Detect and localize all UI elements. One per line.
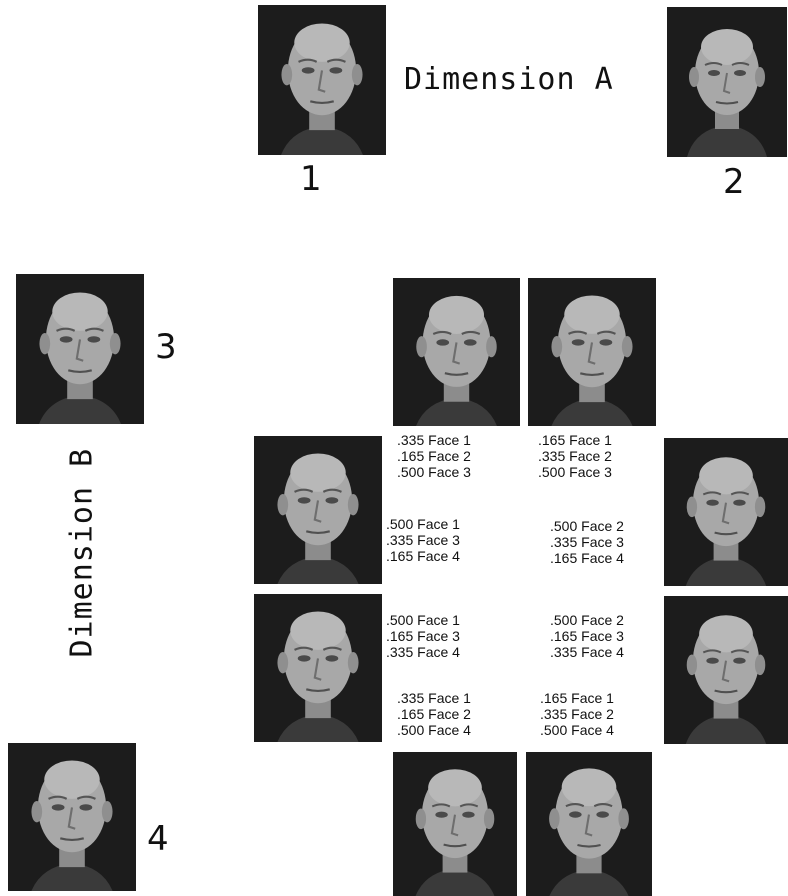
mixture-line: .500 Face 1 <box>386 516 460 532</box>
mixture-line: .500 Face 2 <box>550 612 624 628</box>
mixture-line: .335 Face 3 <box>386 532 460 548</box>
mixture-line: .165 Face 2 <box>397 448 471 464</box>
mixture-line: .335 Face 3 <box>550 534 624 550</box>
morph-photo-mid-right-lower <box>664 596 788 744</box>
morph-photo-top-left <box>393 278 520 426</box>
mixture-line: .500 Face 2 <box>550 518 624 534</box>
mixture-line: .165 Face 4 <box>386 548 460 564</box>
dimension-b-label: Dimension B <box>64 447 100 658</box>
morph-photo-bottom-right <box>526 752 652 896</box>
mixture-line: .335 Face 2 <box>540 706 614 722</box>
mixture-line: .165 Face 2 <box>397 706 471 722</box>
mixture-line: .500 Face 3 <box>538 464 612 480</box>
mixture-line: .335 Face 4 <box>386 644 460 660</box>
face-1-number: 1 <box>300 159 322 199</box>
mixture-label: .500 Face 2 .335 Face 3 .165 Face 4 <box>550 518 624 566</box>
morph-photo-mid-right-upper <box>664 438 788 586</box>
mixture-label: .500 Face 1 .335 Face 3 .165 Face 4 <box>386 516 460 564</box>
mixture-line: .335 Face 2 <box>538 448 612 464</box>
mixture-line: .335 Face 1 <box>397 690 471 706</box>
mixture-line: .500 Face 4 <box>540 722 614 738</box>
mixture-label: .165 Face 1 .335 Face 2 .500 Face 3 <box>538 432 612 480</box>
mixture-label: .335 Face 1 .165 Face 2 .500 Face 3 <box>397 432 471 480</box>
mixture-line: .165 Face 4 <box>550 550 624 566</box>
face-1-photo <box>258 5 386 155</box>
morph-photo-mid-left-lower <box>254 594 382 742</box>
face-2-photo <box>667 7 787 157</box>
mixture-line: .335 Face 1 <box>397 432 471 448</box>
face-4-number: 4 <box>147 819 169 859</box>
mixture-line: .165 Face 3 <box>550 628 624 644</box>
mixture-line: .165 Face 1 <box>538 432 612 448</box>
mixture-line: .500 Face 3 <box>397 464 471 480</box>
mixture-label: .335 Face 1 .165 Face 2 .500 Face 4 <box>397 690 471 738</box>
morph-photo-bottom-left <box>393 752 517 896</box>
mixture-label: .165 Face 1 .335 Face 2 .500 Face 4 <box>540 690 614 738</box>
mixture-line: .500 Face 4 <box>397 722 471 738</box>
mixture-label: .500 Face 2 .165 Face 3 .335 Face 4 <box>550 612 624 660</box>
morph-photo-top-right <box>528 278 656 426</box>
morph-photo-mid-left-upper <box>254 436 382 584</box>
mixture-line: .165 Face 3 <box>386 628 460 644</box>
face-4-photo <box>8 743 136 891</box>
mixture-label: .500 Face 1 .165 Face 3 .335 Face 4 <box>386 612 460 660</box>
face-3-photo <box>16 274 144 424</box>
mixture-line: .500 Face 1 <box>386 612 460 628</box>
face-2-number: 2 <box>723 162 745 202</box>
mixture-line: .335 Face 4 <box>550 644 624 660</box>
mixture-line: .165 Face 1 <box>540 690 614 706</box>
face-3-number: 3 <box>155 327 177 367</box>
dimension-a-label: Dimension A <box>404 62 614 97</box>
